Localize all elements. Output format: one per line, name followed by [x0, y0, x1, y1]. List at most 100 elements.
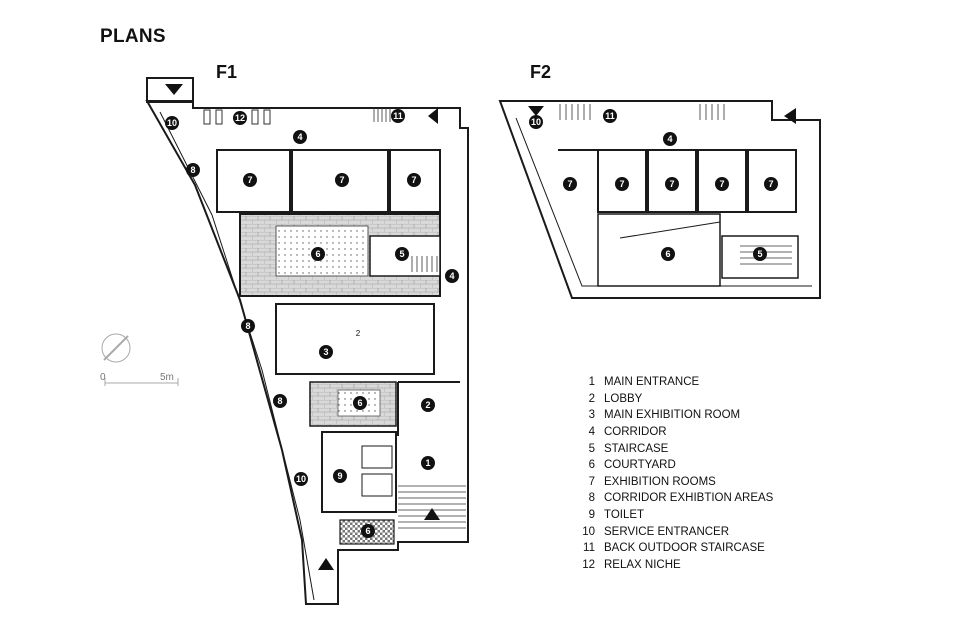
legend-label: TOILET — [604, 509, 645, 522]
legend-item: 1 MAIN ENTRANCE — [575, 374, 773, 391]
marker-f2-7d: 7 — [715, 177, 729, 191]
svg-text:7: 7 — [247, 175, 252, 185]
marker-f1-7c: 7 — [407, 173, 421, 187]
legend-label: BACK OUTDOOR STAIRCASE — [604, 542, 765, 555]
svg-text:1: 1 — [425, 458, 430, 468]
f1-back-stair-treads — [373, 108, 391, 122]
svg-text:3: 3 — [323, 347, 328, 357]
f1-back-entrance-arrow — [428, 108, 438, 124]
svg-text:8: 8 — [190, 165, 195, 175]
marker-f1-6c: 6 — [361, 524, 375, 538]
legend-num: 10 — [582, 525, 595, 538]
legend-num: 3 — [588, 409, 595, 422]
legend-num: 9 — [588, 509, 595, 522]
svg-text:7: 7 — [768, 179, 773, 189]
f2-inner-wall — [515, 117, 812, 287]
legend-num: 4 — [588, 426, 595, 439]
legend-num: 7 — [588, 475, 595, 488]
svg-text:11: 11 — [393, 111, 403, 121]
f2-room-7e — [747, 149, 797, 213]
f2-room-7b — [597, 149, 647, 213]
legend-item: 3 MAIN EXHIBITION ROOM — [575, 407, 773, 424]
legend-item: 6 COURTYARD — [575, 457, 773, 474]
legend-label: COURTYARD — [604, 459, 676, 472]
svg-text:12: 12 — [235, 113, 245, 123]
marker-f2-7e: 7 — [764, 177, 778, 191]
legend-label: MAIN ENTRANCE — [604, 376, 700, 389]
svg-text:7: 7 — [719, 179, 724, 189]
legend-item: 4 CORRIDOR — [575, 424, 773, 441]
marker-f1-12: 12 — [233, 111, 247, 125]
f2-outer-wall — [498, 100, 821, 299]
f2-void-edge — [619, 221, 721, 239]
legend-num: 12 — [582, 558, 595, 571]
svg-text:6: 6 — [357, 398, 362, 408]
f1-entrance-steps — [398, 485, 466, 529]
svg-text:6: 6 — [365, 526, 370, 536]
svg-text:4: 4 — [449, 271, 454, 281]
marker-f1-6b: 6 — [353, 396, 367, 410]
legend-label: STAIRCASE — [604, 442, 669, 455]
legend-num: 6 — [588, 459, 595, 472]
f1-room-7a — [216, 149, 291, 213]
svg-text:4: 4 — [667, 134, 672, 144]
f2-label: F2 — [530, 62, 551, 82]
f2-room-7d — [697, 149, 747, 213]
legend-label: CORRIDOR — [604, 426, 667, 439]
marker-f2-10: 10 — [529, 115, 543, 129]
svg-text:10: 10 — [296, 474, 306, 484]
f1-relax-niche-benches — [203, 109, 271, 125]
f2-back-arrow — [784, 108, 796, 124]
svg-text:7: 7 — [411, 175, 416, 185]
svg-text:4: 4 — [297, 132, 302, 142]
marker-f1-5: 5 — [395, 247, 409, 261]
marker-f2-5: 5 — [753, 247, 767, 261]
svg-text:7: 7 — [669, 179, 674, 189]
f1-service-tower — [146, 77, 194, 103]
north-arrow — [101, 333, 131, 363]
f1-side-entrance-arrow — [318, 558, 334, 570]
legend-label: MAIN EXHIBITION ROOM — [604, 409, 741, 422]
f2-service-arrow — [528, 106, 544, 116]
f1-stair-treads — [411, 256, 438, 272]
f1-toilet-stall-a — [361, 445, 393, 469]
marker-f1-7a: 7 — [243, 173, 257, 187]
marker-f2-6: 6 — [661, 247, 675, 261]
legend-num: 1 — [588, 376, 595, 389]
marker-f2-11: 11 — [603, 109, 617, 123]
marker-f2-7b: 7 — [615, 177, 629, 191]
marker-f1-1: 1 — [421, 456, 435, 470]
f1-inner-slant-wall — [159, 111, 315, 601]
legend-item: 9 TOILET — [575, 507, 773, 524]
legend-num: 2 — [588, 392, 595, 405]
svg-text:10: 10 — [531, 117, 541, 127]
svg-text:11: 11 — [605, 111, 615, 121]
f1-toilet-block — [321, 431, 397, 513]
f1-label: F1 — [216, 62, 237, 82]
f2-back-stair-treads — [559, 104, 725, 120]
legend-num: 8 — [588, 492, 595, 505]
marker-f1-11: 11 — [391, 109, 405, 123]
f1-room-7c — [389, 149, 441, 213]
marker-f2-7c: 7 — [665, 177, 679, 191]
svg-text:5: 5 — [757, 249, 762, 259]
svg-text:9: 9 — [337, 471, 342, 481]
svg-text:5: 5 — [399, 249, 404, 259]
scale-bar-end: 5m — [160, 372, 174, 383]
marker-f1-8a: 8 — [186, 163, 200, 177]
f2-room-7c — [647, 149, 697, 213]
marker-f2-4: 4 — [663, 132, 677, 146]
marker-f1-4a: 4 — [293, 130, 307, 144]
f2-stair-treads — [740, 245, 792, 265]
svg-text:8: 8 — [277, 396, 282, 406]
svg-text:7: 7 — [567, 179, 572, 189]
f1-main-exhibition-room — [275, 303, 435, 375]
